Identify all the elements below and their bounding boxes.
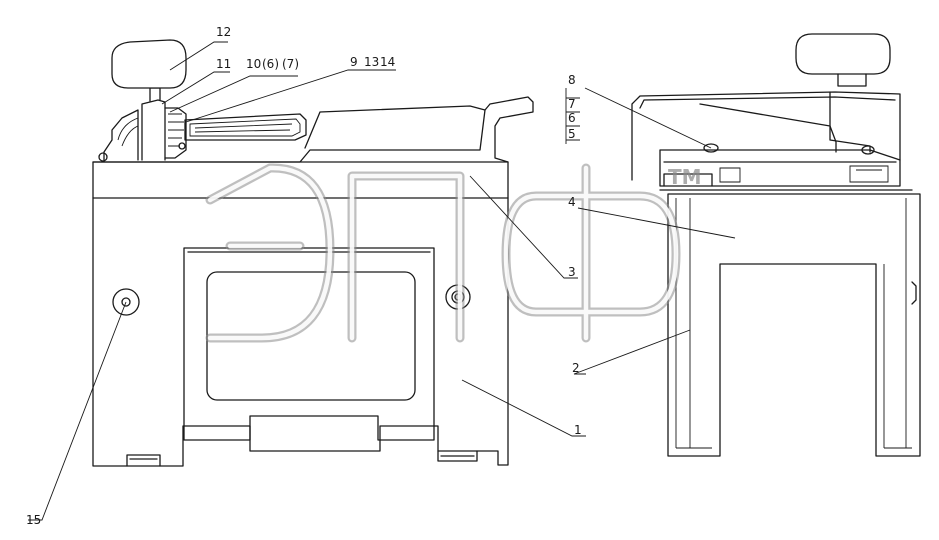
callout-4: 4 xyxy=(568,195,576,209)
leader-12 xyxy=(169,41,228,71)
callout-14: 14 xyxy=(380,55,395,69)
callout-6: 6 xyxy=(568,111,576,125)
callout-10: 10 xyxy=(246,57,261,71)
watermark-logo: TM xyxy=(205,163,702,343)
right-top-frame xyxy=(631,91,901,181)
right-cover-diag xyxy=(699,103,837,153)
leader-11 xyxy=(161,71,230,105)
linkage-block xyxy=(164,107,187,159)
callout-5: 5 xyxy=(568,127,576,141)
leader-lines xyxy=(28,41,736,521)
callout-13: 13 xyxy=(364,55,379,69)
callout-12: 12 xyxy=(216,25,231,39)
leader-4 xyxy=(577,207,736,239)
right-assembly xyxy=(631,33,921,457)
callout-8: 8 xyxy=(568,73,576,87)
right-foot xyxy=(437,450,478,462)
lever-stem xyxy=(149,87,161,102)
callout-9: 9 xyxy=(350,55,358,69)
callout-7-paren: (7) xyxy=(282,57,299,71)
callout-3: 3 xyxy=(568,265,576,279)
left-foot xyxy=(126,454,161,467)
door-panel xyxy=(183,247,435,441)
right-frame-tab xyxy=(911,281,917,305)
left-assembly xyxy=(92,39,534,467)
right-clamp-slots xyxy=(719,165,889,183)
left-knob-center xyxy=(121,297,131,307)
leader-2 xyxy=(573,329,691,375)
right-bolt-a xyxy=(703,143,719,153)
watermark-letter-e xyxy=(205,163,335,343)
right-clamp-plate xyxy=(659,149,901,187)
main-body-outline xyxy=(92,161,509,467)
top-deck xyxy=(92,96,534,163)
leader-1 xyxy=(461,379,586,437)
leader-9-13-14 xyxy=(185,69,396,123)
right-knob xyxy=(795,33,891,75)
tray-channel-inner xyxy=(189,118,301,137)
right-top-frame-inner xyxy=(639,96,896,109)
callout-11: 11 xyxy=(216,57,231,71)
left-knob xyxy=(112,288,140,316)
right-frame xyxy=(667,193,921,457)
callout-7: 7 xyxy=(568,97,576,111)
handle-housing-curve xyxy=(117,117,139,147)
leader-8-stack xyxy=(565,88,580,144)
right-clamp xyxy=(829,91,871,153)
right-bolt-b xyxy=(861,145,875,155)
right-clamp-plate-inner xyxy=(663,161,897,187)
leader-8 xyxy=(584,87,712,149)
callout-1: 1 xyxy=(574,423,582,437)
housing-bolt xyxy=(98,152,108,162)
leader-15 xyxy=(28,301,127,521)
right-frame-inner-right xyxy=(883,198,912,449)
linkage-details xyxy=(168,113,184,147)
leader-10-6-7 xyxy=(169,75,298,113)
callout-6-paren: (6) xyxy=(262,57,279,71)
tray-channel xyxy=(184,113,307,141)
lever-post xyxy=(141,99,166,161)
watermark-trademark: TM xyxy=(668,165,702,189)
tray-lip xyxy=(304,105,486,149)
callout-15: 15 xyxy=(26,513,41,527)
right-frame-inner-left xyxy=(675,198,712,449)
linkage-pin xyxy=(178,142,186,150)
callout-2: 2 xyxy=(572,361,580,375)
callout-labels: 12 11 10 (6) (7) 9 13 14 8 7 6 5 4 3 2 1… xyxy=(26,25,582,527)
leader-3 xyxy=(469,175,578,279)
lever-knob xyxy=(111,39,187,89)
tray-channel-inner2 xyxy=(194,123,293,133)
handle-housing xyxy=(103,109,139,161)
right-knob-stem xyxy=(837,73,867,87)
watermark-letter-p xyxy=(347,171,465,343)
